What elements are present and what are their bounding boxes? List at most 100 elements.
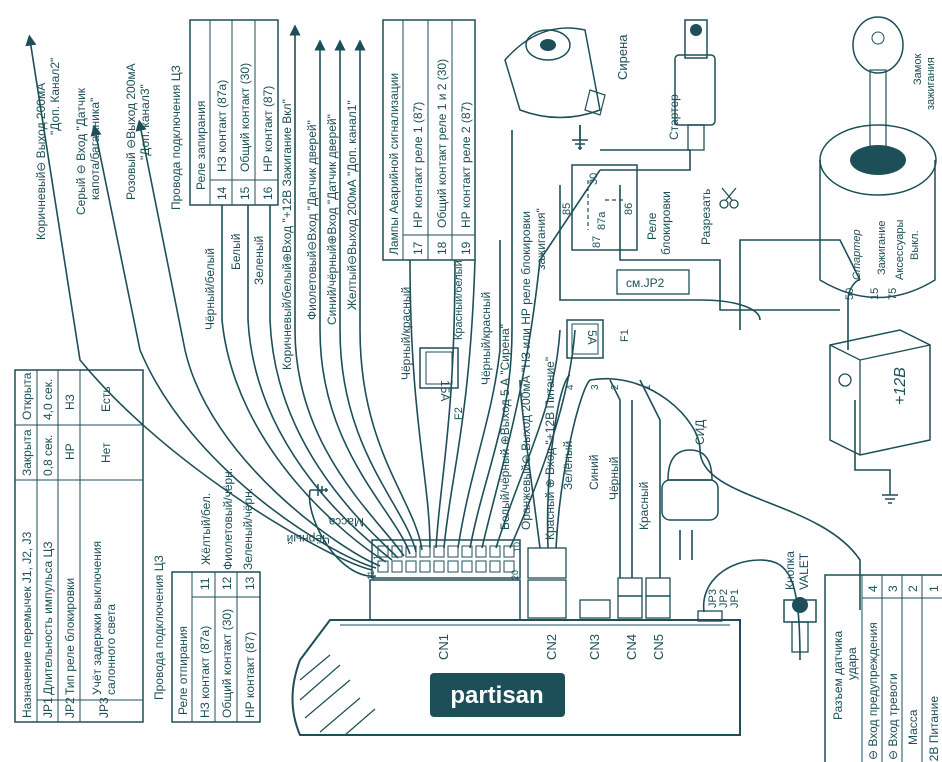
led-label: СИД bbox=[693, 420, 707, 445]
relay-pin-85: 85 bbox=[561, 203, 573, 215]
unlock-row-13-label: НР контакт (87) bbox=[243, 632, 257, 718]
hazard-row-19-label: НР контакт реле 2 (87) bbox=[459, 102, 473, 228]
unlock-row-12-label: Общий контакт (30) bbox=[220, 609, 234, 718]
jumper-table-title: Назначение перемычек J1, J2, J3 bbox=[20, 531, 34, 718]
ignition-pin-75: 75 bbox=[887, 288, 899, 300]
fuse-f2 bbox=[419, 347, 459, 389]
connector-cn3-body bbox=[579, 599, 611, 619]
cn1-pin-slot bbox=[503, 545, 515, 558]
hazard-row-19-num: 19 bbox=[459, 241, 473, 255]
lock-row-15-label: Общий контакт (30) bbox=[238, 63, 252, 172]
shock-sensor-table bbox=[824, 574, 942, 762]
ground-wire-label: Чёрный bbox=[287, 532, 330, 546]
relay-title-2: блокировки bbox=[659, 191, 673, 255]
ignition-acc: Аксессуары bbox=[894, 219, 906, 280]
ignition-input-label: Коричневый/белый⊕Вход "+12В Зажигание Вк… bbox=[280, 99, 294, 370]
unlock-row-12-num: 12 bbox=[220, 576, 234, 590]
ignition-lock bbox=[819, 16, 937, 299]
jp2-desc: Тип реле блокировки bbox=[63, 578, 77, 695]
fuse-f2-label: F2 bbox=[453, 407, 465, 420]
ground-label: Масса bbox=[328, 515, 364, 529]
blocking-output-label-2: зажигания" bbox=[534, 208, 548, 270]
jp2-ref-box bbox=[616, 269, 690, 295]
unlock-wire-13-color: Зеленый/чёрн. bbox=[241, 488, 255, 570]
cn1-pin-10: 10 bbox=[512, 542, 522, 552]
connector-cn4-plug bbox=[617, 577, 643, 597]
cn1-pin-slot bbox=[377, 545, 389, 558]
jumper-table bbox=[14, 369, 144, 723]
valet-button bbox=[783, 597, 817, 653]
cn1-pin-slot bbox=[419, 545, 431, 558]
siren-output-label: Белый/чёрный ⊕Выход 5 А "Сирена" bbox=[498, 324, 512, 530]
cn1-pin-slot bbox=[433, 545, 445, 558]
pink-output-label: Розовый ⊖Выход 200мА bbox=[124, 63, 138, 200]
unlock-row-11-label: НЗ контакт (87а) bbox=[198, 626, 212, 718]
blocking-output-label: Оранжевый⊖ Выход 200мА "НЗ или НР реле б… bbox=[519, 211, 533, 530]
hazard-header: Лампы Аварийной сигнализации bbox=[387, 73, 401, 255]
cn1-pin-1: 1 bbox=[372, 555, 382, 560]
lock-row-15-num: 15 bbox=[238, 186, 252, 200]
shock-sensor-title-2: удара bbox=[845, 647, 859, 680]
brown-output-sub: "Доп. Канал2" bbox=[48, 58, 62, 135]
unlock-relay-header: Реле отпирания bbox=[176, 626, 190, 715]
door-sensor-neg-label: Фиолетовый⊖Вход "Датчик дверей" bbox=[305, 120, 319, 320]
starter-motor bbox=[674, 19, 716, 151]
ground-symbol-3 bbox=[882, 480, 898, 504]
ignition-pin-15: 15 bbox=[869, 288, 881, 300]
cn5-label: CN5 bbox=[651, 634, 666, 660]
shock-row-3-label: ⊖ Вход тревоги bbox=[886, 673, 900, 760]
wires bbox=[25, 24, 891, 661]
jp2-closed: НР bbox=[63, 443, 77, 460]
key-icon bbox=[852, 16, 904, 156]
unlock-wires-title: Провода подключения ЦЗ bbox=[152, 555, 166, 700]
cn2-wire-2-num: 2 bbox=[610, 384, 621, 390]
shock-row-2-label: Масса bbox=[906, 709, 920, 745]
jp2-open: НЗ bbox=[63, 394, 77, 410]
blocking-relay bbox=[571, 164, 638, 251]
connector-cn5-plug bbox=[645, 577, 671, 597]
cn1-label: CN1 bbox=[436, 634, 451, 660]
ground-symbol-1 bbox=[310, 484, 328, 496]
fuse-f2-wire: Чёрный/красный bbox=[479, 292, 493, 385]
cn4-label: CN4 bbox=[624, 634, 639, 660]
shock-row-1-num: 1 bbox=[927, 585, 941, 592]
connector-cn1 bbox=[369, 539, 521, 621]
lock-row-16-num: 16 bbox=[261, 186, 275, 200]
ignition-off: Выкл. bbox=[909, 230, 921, 260]
battery bbox=[829, 329, 931, 456]
cn2-wire-1-num: 1 bbox=[642, 384, 653, 390]
cn1-pin-slot bbox=[489, 560, 501, 573]
scissors-icon bbox=[719, 187, 739, 209]
lock-relay-table bbox=[189, 19, 279, 206]
jp2-ref-label: см.JP2 bbox=[626, 276, 665, 290]
pink-output-sub: "Доп. канал3" bbox=[138, 84, 152, 160]
ignition-on: Зажигание bbox=[876, 221, 888, 276]
hazard-row-18-label: Общий контакт реле 1 и 2 (30) bbox=[435, 59, 449, 228]
cooling-fins bbox=[299, 654, 376, 736]
fuse-f1-label: F1 bbox=[619, 329, 631, 342]
jp3-label: JP3 bbox=[707, 589, 719, 608]
unlock-wire-11-color: Жёлтый/бел. bbox=[199, 493, 213, 565]
lock-relay-header: Реле запирания bbox=[194, 101, 208, 190]
connector-cn2-plug bbox=[527, 547, 567, 579]
shock-row-2-num: 2 bbox=[906, 585, 920, 592]
connector-cn2-body bbox=[527, 579, 567, 619]
valet-label-2: VALET bbox=[797, 552, 811, 590]
shock-row-4-label: ⊖ Вход предупреждения bbox=[866, 622, 880, 760]
jumper-block bbox=[697, 610, 723, 622]
hazard-row-17-num: 17 bbox=[411, 241, 425, 255]
starter-label: Стартер bbox=[667, 94, 681, 140]
lock-wires-title: Провода подключения ЦЗ bbox=[169, 65, 183, 210]
ignition-title-2: зажигания bbox=[925, 57, 937, 110]
cn1-pin-slot bbox=[433, 560, 445, 573]
cn1-pin-20: 20 bbox=[510, 570, 520, 580]
unlock-row-11-num: 11 bbox=[198, 577, 212, 590]
cn2-label: CN2 bbox=[544, 634, 559, 660]
fuse-f1 bbox=[566, 319, 604, 359]
ignition-title: Замок bbox=[912, 54, 924, 85]
hazard-row-17-label: НР контакт реле 1 (87) bbox=[411, 102, 425, 228]
cn1-pin-slot bbox=[419, 560, 431, 573]
cn2-wire-4-num: 4 bbox=[565, 384, 576, 390]
cn2-wire-1-color: Красный bbox=[637, 482, 651, 530]
